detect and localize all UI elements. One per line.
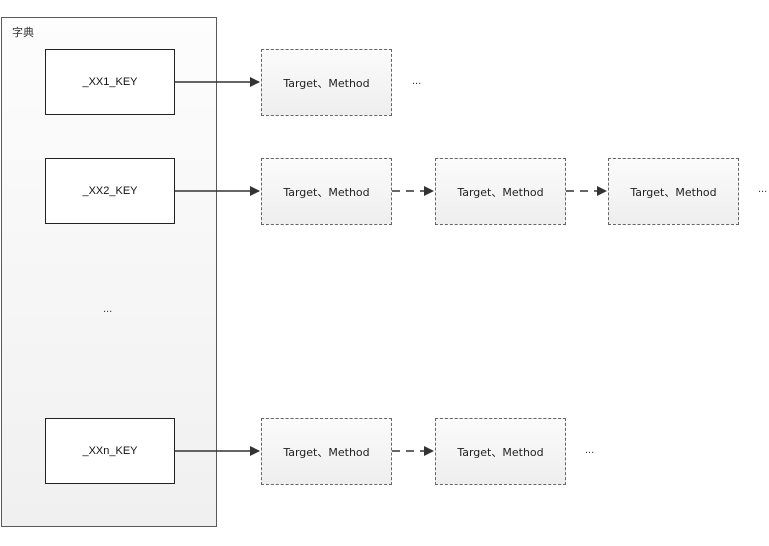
dictionary-title: 字典	[12, 26, 34, 39]
row2-ellipsis: ...	[758, 183, 768, 195]
entry-box-row2-1: Target、Method	[261, 158, 392, 225]
dictionary-ellipsis: ...	[103, 303, 113, 315]
key-box-xx1: _XX1_KEY	[45, 49, 175, 115]
entry-box-row2-3: Target、Method	[608, 158, 739, 225]
entry-box-rown-1: Target、Method	[261, 418, 392, 485]
key-box-xxn: _XXn_KEY	[45, 418, 175, 484]
row1-ellipsis: ...	[412, 75, 422, 87]
entry-box-rown-2: Target、Method	[435, 418, 566, 485]
entry-box-row2-2: Target、Method	[435, 158, 566, 225]
rown-ellipsis: ...	[585, 444, 595, 456]
key-box-xx2: _XX2_KEY	[45, 158, 175, 224]
entry-box-row1-1: Target、Method	[261, 49, 392, 116]
